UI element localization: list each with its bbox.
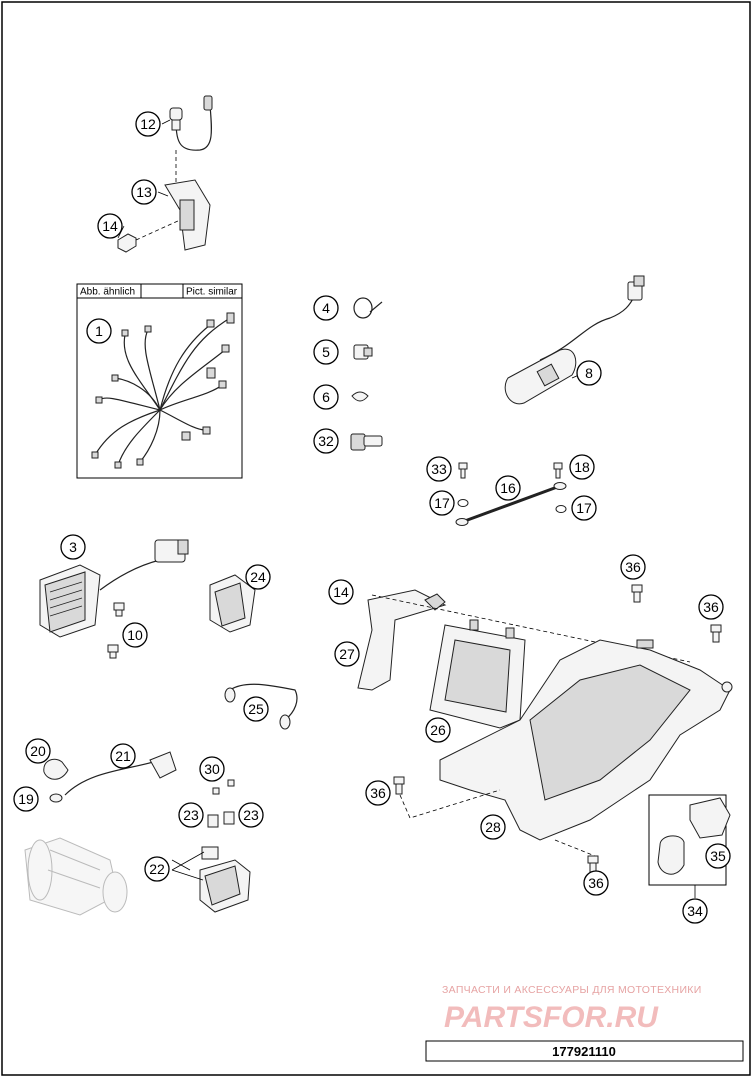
svg-text:32: 32 xyxy=(318,433,334,449)
callout-12: 12 xyxy=(135,111,161,137)
wiring-harness-box: Abb. ähnlich Pict. similar xyxy=(76,283,243,479)
callout-36-left: 36 xyxy=(365,780,391,806)
svg-text:19: 19 xyxy=(18,791,34,807)
svg-text:17: 17 xyxy=(434,495,450,511)
starter-cable xyxy=(43,751,177,803)
callout-28: 28 xyxy=(480,814,506,840)
callout-22: 22 xyxy=(144,856,170,882)
svg-text:4: 4 xyxy=(322,300,330,316)
capacitor xyxy=(504,275,645,405)
callout-23-left: 23 xyxy=(178,802,204,828)
ground-cable xyxy=(455,462,567,526)
drawing-number: 177921110 xyxy=(552,1044,616,1059)
svg-text:5: 5 xyxy=(322,344,330,360)
switch-assembly xyxy=(117,95,213,253)
callout-36-right: 36 xyxy=(698,594,724,620)
callout-14-upper: 14 xyxy=(97,213,123,239)
svg-text:13: 13 xyxy=(136,184,152,200)
svg-text:3: 3 xyxy=(69,539,77,555)
svg-text:21: 21 xyxy=(115,748,131,764)
callout-23-right: 23 xyxy=(238,802,264,828)
callout-19: 19 xyxy=(13,786,39,812)
callout-34: 34 xyxy=(682,898,708,924)
wiring-harness-drawing xyxy=(91,312,235,469)
callout-5: 5 xyxy=(313,339,339,365)
svg-text:26: 26 xyxy=(430,722,446,738)
relay-24 xyxy=(209,574,256,633)
callout-36-bottom: 36 xyxy=(583,870,609,896)
harness-note-de: Abb. ähnlich xyxy=(80,287,135,298)
callout-32: 32 xyxy=(313,428,339,454)
callout-14-lower: 14 xyxy=(328,579,354,605)
svg-text:14: 14 xyxy=(102,218,118,234)
svg-text:20: 20 xyxy=(30,743,46,759)
callout-3: 3 xyxy=(60,534,86,560)
starter-relay xyxy=(199,779,251,913)
svg-text:35: 35 xyxy=(710,848,726,864)
svg-text:36: 36 xyxy=(588,875,604,891)
callout-18: 18 xyxy=(569,454,595,480)
svg-text:34: 34 xyxy=(687,903,703,919)
callout-24: 24 xyxy=(245,564,271,590)
small-connectors xyxy=(350,297,383,451)
leader-lines xyxy=(117,119,580,881)
battery-assembly xyxy=(357,584,733,874)
cover-kit-box xyxy=(648,794,731,898)
callout-1: 1 xyxy=(86,318,112,344)
callout-17-left: 17 xyxy=(429,490,455,516)
callout-30: 30 xyxy=(199,756,225,782)
callout-10: 10 xyxy=(122,622,148,648)
callout-6: 6 xyxy=(313,384,339,410)
callout-36-top: 36 xyxy=(620,554,646,580)
svg-text:24: 24 xyxy=(250,569,266,585)
callout-20: 20 xyxy=(25,738,51,764)
watermark-brand: PARTSFOR.RU xyxy=(444,1001,659,1034)
drawing-number-box: 177921110 xyxy=(425,1040,744,1062)
callout-26: 26 xyxy=(425,717,451,743)
svg-text:6: 6 xyxy=(322,389,330,405)
svg-text:23: 23 xyxy=(183,807,199,823)
svg-text:17: 17 xyxy=(576,500,592,516)
callout-4: 4 xyxy=(313,295,339,321)
svg-text:25: 25 xyxy=(248,701,264,717)
svg-text:8: 8 xyxy=(585,365,593,381)
callout-21: 21 xyxy=(110,743,136,769)
svg-text:27: 27 xyxy=(339,646,355,662)
callout-35: 35 xyxy=(705,843,731,869)
starter-motor-ghost xyxy=(24,837,128,916)
voltage-regulator xyxy=(39,539,189,659)
svg-text:14: 14 xyxy=(333,584,349,600)
svg-text:36: 36 xyxy=(625,559,641,575)
svg-text:36: 36 xyxy=(370,785,386,801)
callouts: 12 13 14 1 4 5 6 32 8 33 18 16 17 17 3 2… xyxy=(13,111,731,924)
cable-25 xyxy=(224,683,298,730)
svg-text:12: 12 xyxy=(140,116,156,132)
svg-text:36: 36 xyxy=(703,599,719,615)
callout-27: 27 xyxy=(334,641,360,667)
watermark-subtitle: ЗАПЧАСТИ И АКСЕССУАРЫ ДЛЯ МОТОТЕХНИКИ xyxy=(442,984,702,996)
svg-text:22: 22 xyxy=(149,861,165,877)
svg-text:33: 33 xyxy=(431,461,447,477)
callout-13: 13 xyxy=(131,179,157,205)
svg-text:16: 16 xyxy=(500,480,516,496)
harness-note-en: Pict. similar xyxy=(186,287,238,298)
callout-25: 25 xyxy=(243,696,269,722)
svg-text:30: 30 xyxy=(204,761,220,777)
callout-8: 8 xyxy=(576,360,602,386)
svg-text:1: 1 xyxy=(95,323,103,339)
svg-text:23: 23 xyxy=(243,807,259,823)
svg-text:10: 10 xyxy=(127,627,143,643)
callout-17-right: 17 xyxy=(571,495,597,521)
callout-16: 16 xyxy=(495,475,521,501)
svg-text:28: 28 xyxy=(485,819,501,835)
svg-text:18: 18 xyxy=(574,459,590,475)
watermark: ЗАПЧАСТИ И АКСЕССУАРЫ ДЛЯ МОТОТЕХНИКИ PA… xyxy=(442,984,702,1034)
callout-33: 33 xyxy=(426,456,452,482)
